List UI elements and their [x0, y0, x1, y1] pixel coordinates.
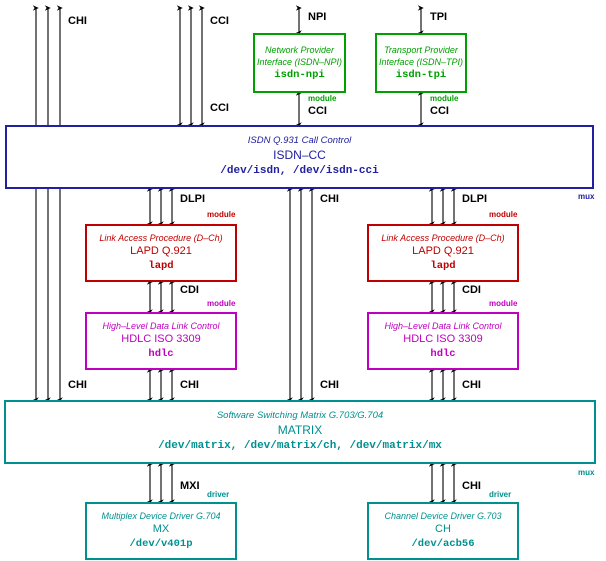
box-lapd-right-module: lapd — [430, 260, 456, 272]
label-cci-above-isdn: CCI — [210, 102, 229, 114]
box-isdn-npi-description: Network Provider Interface (ISDN–NPI) — [256, 44, 343, 67]
box-lapd-left-description: Link Access Procedure (D–Ch) — [99, 233, 223, 243]
box-isdn-cc-devices: /dev/isdn, /dev/isdn-cci — [220, 165, 379, 177]
box-isdn-tpi-module: isdn-tpi — [395, 68, 447, 81]
box-isdn-cc-name: ISDN–CC — [273, 148, 326, 162]
box-lapd-right-description: Link Access Procedure (D–Ch) — [381, 233, 505, 243]
box-lapd-right[interactable]: Link Access Procedure (D–Ch) LAPD Q.921 … — [367, 224, 519, 282]
label-chi-mid-center: CHI — [320, 193, 339, 205]
box-mx-driver-description: Multiplex Device Driver G.704 — [101, 511, 221, 521]
box-matrix-description: Software Switching Matrix G.703/G.704 — [216, 410, 384, 421]
box-isdn-npi[interactable]: Network Provider Interface (ISDN–NPI) is… — [253, 33, 346, 93]
label-cdi-right: CDI — [462, 284, 481, 296]
tag-module-hdlc-right: module — [489, 299, 518, 308]
label-mxi: MXI — [180, 480, 200, 492]
box-mx-driver-device: /dev/v401p — [129, 538, 193, 550]
box-hdlc-left[interactable]: High–Level Data Link Control HDLC ISO 33… — [85, 312, 237, 370]
box-matrix[interactable]: Software Switching Matrix G.703/G.704 MA… — [4, 400, 596, 464]
box-lapd-left-name: LAPD Q.921 — [130, 245, 192, 257]
label-chi-driver: CHI — [462, 480, 481, 492]
box-mx-driver-name: MX — [152, 523, 170, 535]
box-lapd-left[interactable]: Link Access Procedure (D–Ch) LAPD Q.921 … — [85, 224, 237, 282]
tag-module-tpi: module — [430, 94, 459, 103]
box-lapd-right-name: LAPD Q.921 — [412, 245, 474, 257]
box-hdlc-right-name: HDLC ISO 3309 — [403, 333, 483, 345]
label-chi-hdlc-right: CHI — [462, 379, 481, 391]
label-dlpi-left: DLPI — [180, 193, 206, 205]
tag-driver-mx: driver — [207, 490, 230, 499]
box-mx-driver[interactable]: Multiplex Device Driver G.704 MX /dev/v4… — [85, 502, 237, 560]
tag-driver-ch: driver — [489, 490, 512, 499]
label-cci-npi-bottom: CCI — [308, 105, 327, 117]
box-ch-driver[interactable]: Channel Device Driver G.703 CH /dev/acb5… — [367, 502, 519, 560]
tag-module-lapd-right: module — [489, 210, 518, 219]
box-isdn-tpi[interactable]: Transport Provider Interface (ISDN–TPI) … — [375, 33, 467, 93]
box-isdn-cc-description: ISDN Q.931 Call Control — [247, 135, 352, 146]
box-hdlc-left-description: High–Level Data Link Control — [102, 321, 220, 331]
label-chi-hdlc-left: CHI — [180, 379, 199, 391]
label-chi-top-left: CHI — [68, 15, 87, 27]
box-hdlc-right-module: hdlc — [430, 348, 456, 360]
box-isdn-npi-module: isdn-npi — [274, 68, 325, 81]
box-ch-driver-description: Channel Device Driver G.703 — [384, 511, 502, 521]
box-hdlc-left-name: HDLC ISO 3309 — [121, 333, 201, 345]
tag-mux-matrix: mux — [578, 468, 595, 477]
box-ch-driver-name: CH — [435, 523, 451, 535]
box-isdn-cc[interactable]: ISDN Q.931 Call Control ISDN–CC /dev/isd… — [5, 125, 594, 189]
box-ch-driver-device: /dev/acb56 — [411, 538, 475, 550]
tag-module-npi: module — [308, 94, 337, 103]
label-chi-left-bottom: CHI — [68, 379, 87, 391]
box-hdlc-right[interactable]: High–Level Data Link Control HDLC ISO 33… — [367, 312, 519, 370]
label-tpi-top: TPI — [430, 11, 448, 23]
box-matrix-devices: /dev/matrix, /dev/matrix/ch, /dev/matrix… — [158, 440, 442, 452]
label-cci-tpi-bottom: CCI — [430, 105, 449, 117]
box-matrix-name: MATRIX — [277, 423, 323, 437]
label-cdi-left: CDI — [180, 284, 199, 296]
box-hdlc-left-module: hdlc — [148, 348, 174, 360]
label-cci-top: CCI — [210, 15, 229, 27]
label-dlpi-right: DLPI — [462, 193, 488, 205]
box-lapd-left-module: lapd — [148, 260, 174, 272]
tag-mux-isdn: mux — [578, 192, 595, 201]
tag-module-hdlc-left: module — [207, 299, 236, 308]
tag-module-lapd-left: module — [207, 210, 236, 219]
box-hdlc-right-description: High–Level Data Link Control — [384, 321, 502, 331]
box-isdn-tpi-description: Transport Provider Interface (ISDN–TPI) — [378, 44, 464, 67]
label-npi-top: NPI — [308, 11, 327, 23]
label-chi-center-bottom: CHI — [320, 379, 339, 391]
